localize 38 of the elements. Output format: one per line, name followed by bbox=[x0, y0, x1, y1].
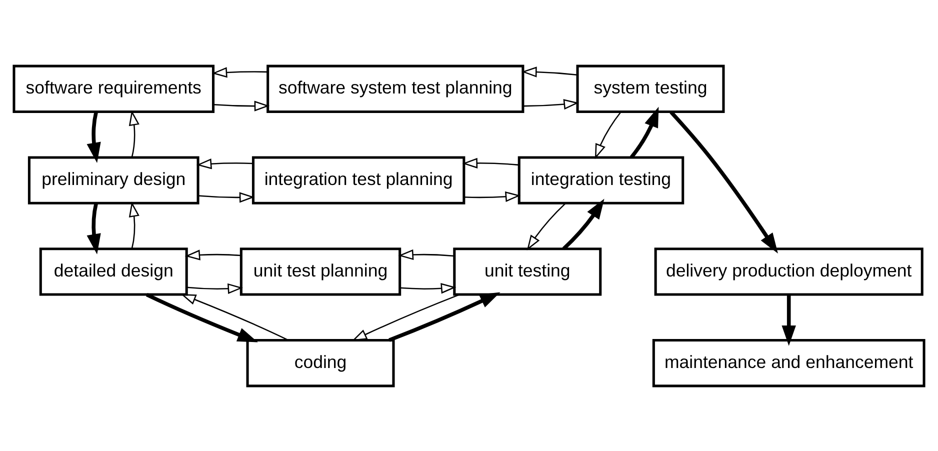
node-box: coding bbox=[246, 338, 395, 387]
node-box: software requirements bbox=[12, 64, 215, 113]
arrow bbox=[212, 66, 268, 78]
arrow bbox=[670, 110, 778, 253]
arrow bbox=[128, 201, 140, 248]
node-box: maintenance and enhancement bbox=[652, 338, 926, 387]
arrow bbox=[562, 198, 604, 250]
arrow bbox=[400, 282, 456, 294]
arrow bbox=[782, 294, 796, 346]
arrow bbox=[398, 248, 454, 260]
arrow bbox=[462, 157, 519, 168]
arrow bbox=[86, 111, 101, 163]
node-box: integration testing bbox=[518, 156, 684, 204]
arrow bbox=[146, 292, 258, 342]
node-box: integration test planning bbox=[252, 156, 466, 204]
node-box: detailed design bbox=[39, 247, 188, 296]
arrow bbox=[594, 111, 622, 159]
node-box: unit testing bbox=[453, 247, 602, 296]
node-box: unit test planning bbox=[240, 247, 402, 296]
arrow bbox=[523, 98, 579, 110]
arrow bbox=[630, 106, 659, 158]
arrow bbox=[86, 202, 101, 254]
node-box: system testing bbox=[576, 64, 725, 113]
node-box: preliminary design bbox=[28, 156, 200, 204]
arrow bbox=[186, 282, 243, 294]
node-box: software system test planning bbox=[266, 64, 524, 113]
arrow bbox=[196, 158, 253, 169]
arrow bbox=[128, 110, 140, 157]
arrow bbox=[522, 66, 578, 77]
arrow bbox=[526, 202, 566, 250]
arrow bbox=[180, 293, 289, 340]
arrow bbox=[464, 190, 521, 202]
node-box: delivery production deployment bbox=[654, 247, 924, 296]
arrow bbox=[352, 294, 460, 340]
arrow bbox=[184, 249, 242, 260]
arrow bbox=[388, 292, 500, 342]
arrow bbox=[214, 100, 270, 111]
arrow bbox=[198, 192, 255, 202]
